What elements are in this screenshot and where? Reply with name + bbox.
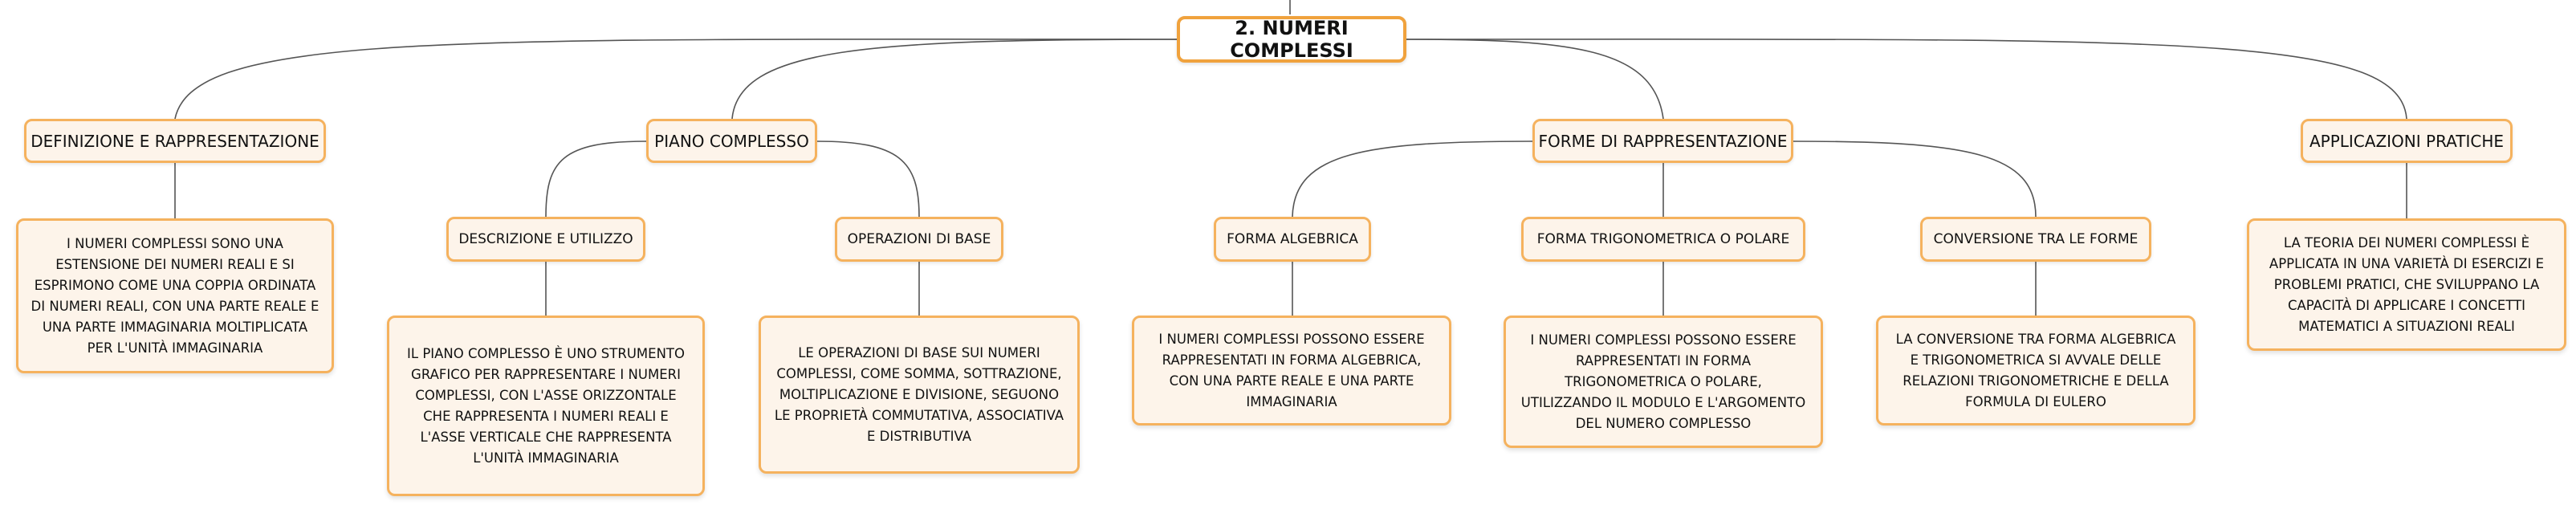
- branch-label: APPLICAZIONI PRATICHE: [2309, 131, 2505, 151]
- leaf-text: LA TEORIA DEI NUMERI COMPLESSI È APPLICA…: [2269, 234, 2545, 334]
- branch-label: FORME DI RAPPRESENTAZIONE: [1538, 131, 1788, 151]
- leaf-operazioni-base[interactable]: LE OPERAZIONI DI BASE SUI NUMERI COMPLES…: [759, 316, 1080, 474]
- sub-label: FORMA TRIGONOMETRICA O POLARE: [1536, 231, 1790, 247]
- branch-forme-rappresentazione[interactable]: FORME DI RAPPRESENTAZIONE: [1532, 119, 1793, 163]
- leaf-text: LE OPERAZIONI DI BASE SUI NUMERI COMPLES…: [774, 344, 1064, 444]
- sub-label: DESCRIZIONE E UTILIZZO: [458, 231, 633, 247]
- branch-label: PIANO COMPLESSO: [654, 131, 809, 151]
- sub-conversione-forme[interactable]: CONVERSIONE TRA LE FORME: [1920, 217, 2151, 262]
- leaf-text: I NUMERI COMPLESSI POSSONO ESSERE RAPPRE…: [1158, 331, 1425, 409]
- branch-definizione[interactable]: DEFINIZIONE E RAPPRESENTAZIONE: [24, 119, 326, 163]
- root-node[interactable]: 2. NUMERI COMPLESSI: [1177, 16, 1406, 63]
- leaf-conversione-forme[interactable]: LA CONVERSIONE TRA FORMA ALGEBRICA E TRI…: [1876, 316, 2196, 426]
- leaf-text: IL PIANO COMPLESSO È UNO STRUMENTO GRAFI…: [407, 345, 685, 466]
- leaf-text: I NUMERI COMPLESSI SONO UNA ESTENSIONE D…: [31, 235, 319, 356]
- root-label: 2. NUMERI COMPLESSI: [1230, 17, 1353, 62]
- leaf-text: I NUMERI COMPLESSI POSSONO ESSERE RAPPRE…: [1520, 332, 1806, 431]
- branch-piano-complesso[interactable]: PIANO COMPLESSO: [646, 119, 817, 163]
- leaf-applicazioni-pratiche[interactable]: LA TEORIA DEI NUMERI COMPLESSI È APPLICA…: [2247, 218, 2566, 351]
- branch-label: DEFINIZIONE E RAPPRESENTAZIONE: [31, 131, 319, 151]
- leaf-definizione[interactable]: I NUMERI COMPLESSI SONO UNA ESTENSIONE D…: [16, 218, 334, 373]
- branch-applicazioni-pratiche[interactable]: APPLICAZIONI PRATICHE: [2301, 119, 2513, 163]
- sub-forma-algebrica[interactable]: FORMA ALGEBRICA: [1214, 217, 1371, 262]
- sub-label: FORMA ALGEBRICA: [1227, 231, 1358, 247]
- sub-label: CONVERSIONE TRA LE FORME: [1933, 231, 2139, 247]
- leaf-forma-trigonometrica[interactable]: I NUMERI COMPLESSI POSSONO ESSERE RAPPRE…: [1504, 316, 1823, 448]
- leaf-text: LA CONVERSIONE TRA FORMA ALGEBRICA E TRI…: [1895, 331, 2176, 409]
- sub-operazioni-base[interactable]: OPERAZIONI DI BASE: [835, 217, 1003, 262]
- sub-descrizione-utilizzo[interactable]: DESCRIZIONE E UTILIZZO: [446, 217, 645, 262]
- leaf-forma-algebrica[interactable]: I NUMERI COMPLESSI POSSONO ESSERE RAPPRE…: [1132, 316, 1451, 426]
- sub-forma-trigonometrica[interactable]: FORMA TRIGONOMETRICA O POLARE: [1521, 217, 1805, 262]
- sub-label: OPERAZIONI DI BASE: [847, 231, 991, 247]
- leaf-descrizione-utilizzo[interactable]: IL PIANO COMPLESSO È UNO STRUMENTO GRAFI…: [387, 316, 705, 496]
